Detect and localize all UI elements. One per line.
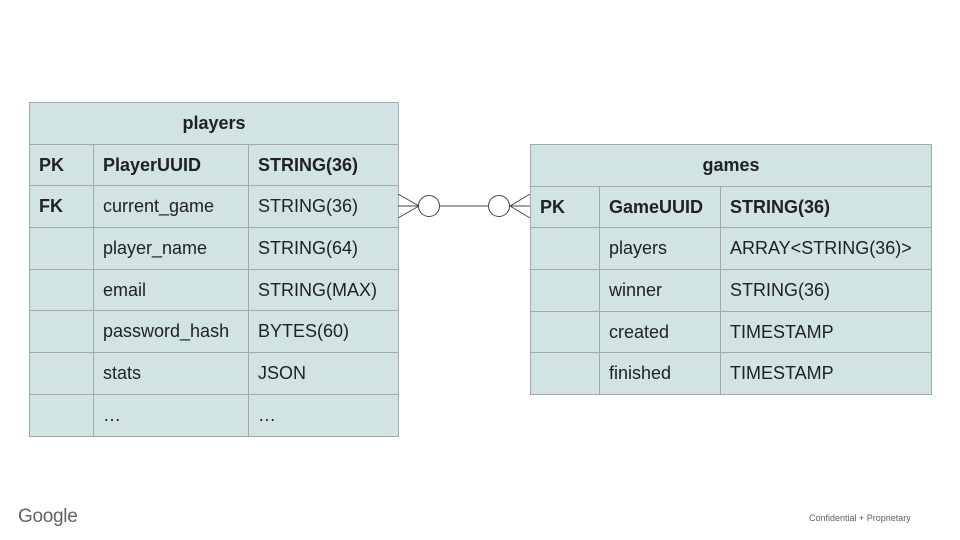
players-crowfoot-lower (397, 205, 420, 219)
games-row-4-key (530, 352, 600, 396)
players-row-6: … … (29, 393, 400, 437)
players-row-6-type: … (247, 393, 400, 437)
games-row-2-type: STRING(36) (719, 269, 933, 312)
players-table-header: players (28, 102, 400, 145)
players-row-1: FK current_game STRING(36) (29, 185, 400, 229)
players-row-1-type: STRING(36) (247, 185, 400, 229)
players-row-0-name: PlayerUUID (93, 143, 249, 187)
players-row-2: player_name STRING(64) (29, 227, 400, 270)
players-row-2-type: STRING(64) (247, 227, 400, 270)
games-zero-circle (488, 195, 510, 217)
games-table-title: games (529, 144, 933, 187)
games-row-1-type: ARRAY<STRING(36)> (719, 227, 933, 271)
games-row-1: players ARRAY<STRING(36)> (530, 227, 933, 271)
games-row-2: winner STRING(36) (530, 269, 933, 312)
games-row-3-key (530, 310, 600, 354)
games-row-4: finished TIMESTAMP (530, 352, 933, 396)
games-crowfoot-lower (509, 205, 531, 219)
players-zero-circle (418, 195, 440, 217)
players-row-1-key: FK (29, 185, 94, 229)
players-row-3-key (29, 268, 94, 312)
games-row-4-name: finished (599, 352, 721, 396)
games-row-2-name: winner (599, 269, 721, 312)
games-row-1-name: players (599, 227, 721, 271)
players-row-6-name: … (93, 393, 249, 437)
players-row-4-name: password_hash (93, 310, 249, 354)
players-row-4-key (29, 310, 94, 354)
players-row-0: PK PlayerUUID STRING(36) (29, 143, 400, 187)
google-logo: Google (18, 506, 78, 527)
players-row-5-name: stats (93, 352, 249, 395)
players-crowfoot-upper (397, 193, 420, 207)
players-row-3-name: email (93, 268, 249, 312)
players-table: players PK PlayerUUID STRING(36) FK curr… (28, 102, 400, 437)
players-row-0-key: PK (29, 143, 94, 187)
games-row-0-key: PK (530, 185, 600, 229)
players-row-1-name: current_game (93, 185, 249, 229)
games-table-header: games (529, 144, 933, 187)
games-row-4-type: TIMESTAMP (719, 352, 933, 396)
games-table: games PK GameUUID STRING(36) players ARR… (529, 144, 933, 396)
players-row-4: password_hash BYTES(60) (29, 310, 400, 354)
games-crowfoot-upper (509, 193, 531, 207)
players-table-title: players (28, 102, 400, 145)
players-row-2-name: player_name (93, 227, 249, 270)
players-row-3: email STRING(MAX) (29, 268, 400, 312)
players-row-5-type: JSON (247, 352, 400, 395)
confidential-note: Confidential + Proprietary (809, 513, 911, 523)
